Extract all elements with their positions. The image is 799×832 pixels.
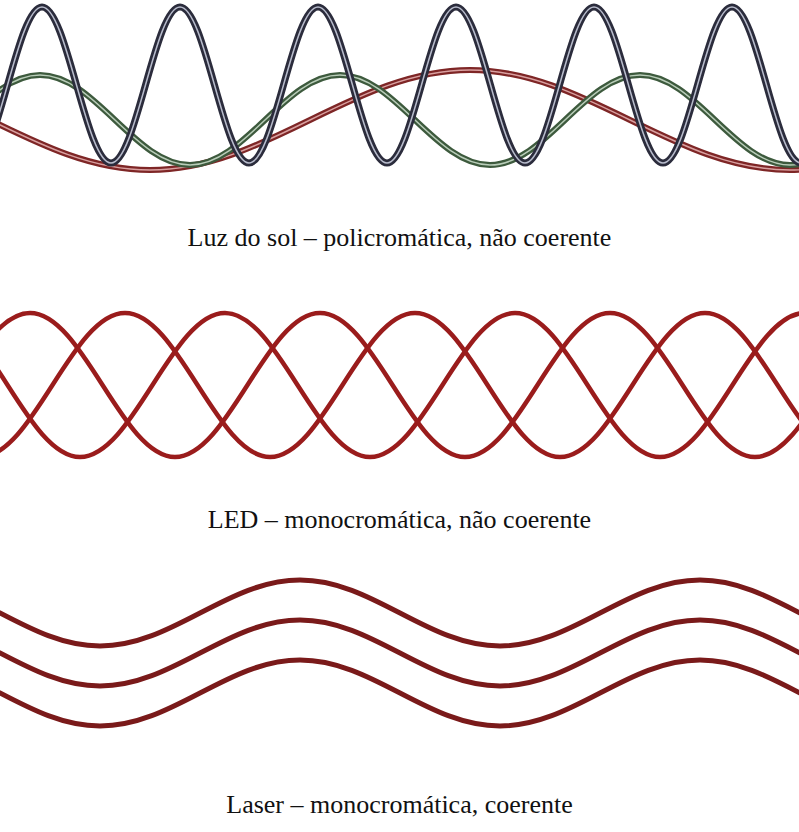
caption-text: Laser – monocromática, coerente bbox=[0, 789, 799, 820]
led-wave bbox=[0, 313, 799, 457]
laser-wave bbox=[0, 660, 799, 726]
led-wave bbox=[0, 313, 799, 457]
dark-wave bbox=[0, 7, 799, 163]
dark-wave-highlight bbox=[0, 7, 799, 163]
caption-text: Luz do sol – policromática, não coerente bbox=[0, 222, 799, 253]
led-wave bbox=[0, 313, 799, 457]
laser-wave bbox=[0, 580, 799, 646]
laser-wave bbox=[0, 620, 799, 686]
caption-text: LED – monocromática, não coerente bbox=[0, 504, 799, 535]
